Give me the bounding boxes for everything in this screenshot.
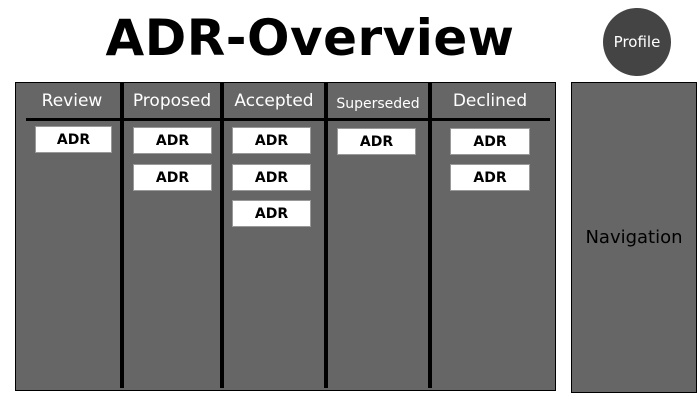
navigation-panel[interactable]: Navigation — [571, 82, 697, 393]
adr-board: Review Proposed Accepted Superseded Decl… — [15, 82, 556, 391]
adr-card[interactable]: ADR — [133, 164, 212, 191]
adr-card[interactable]: ADR — [232, 127, 311, 154]
adr-card[interactable]: ADR — [232, 200, 311, 227]
column-divider — [324, 83, 328, 388]
column-divider — [428, 83, 432, 388]
column-header-proposed: Proposed — [132, 91, 212, 111]
adr-card[interactable]: ADR — [133, 127, 212, 154]
adr-card[interactable]: ADR — [450, 128, 530, 155]
adr-card[interactable]: ADR — [337, 128, 416, 155]
profile-button[interactable]: Profile — [603, 8, 671, 76]
column-divider — [120, 83, 124, 388]
adr-card[interactable]: ADR — [450, 164, 530, 191]
adr-card[interactable]: ADR — [232, 164, 311, 191]
column-divider — [220, 83, 224, 388]
column-header-superseded: Superseded — [336, 96, 420, 112]
page-title: ADR-Overview — [105, 9, 515, 67]
column-header-declined: Declined — [452, 91, 528, 111]
adr-card[interactable]: ADR — [35, 126, 112, 153]
column-header-accepted: Accepted — [234, 91, 314, 111]
header-underline — [26, 118, 550, 121]
column-header-review: Review — [41, 91, 103, 111]
